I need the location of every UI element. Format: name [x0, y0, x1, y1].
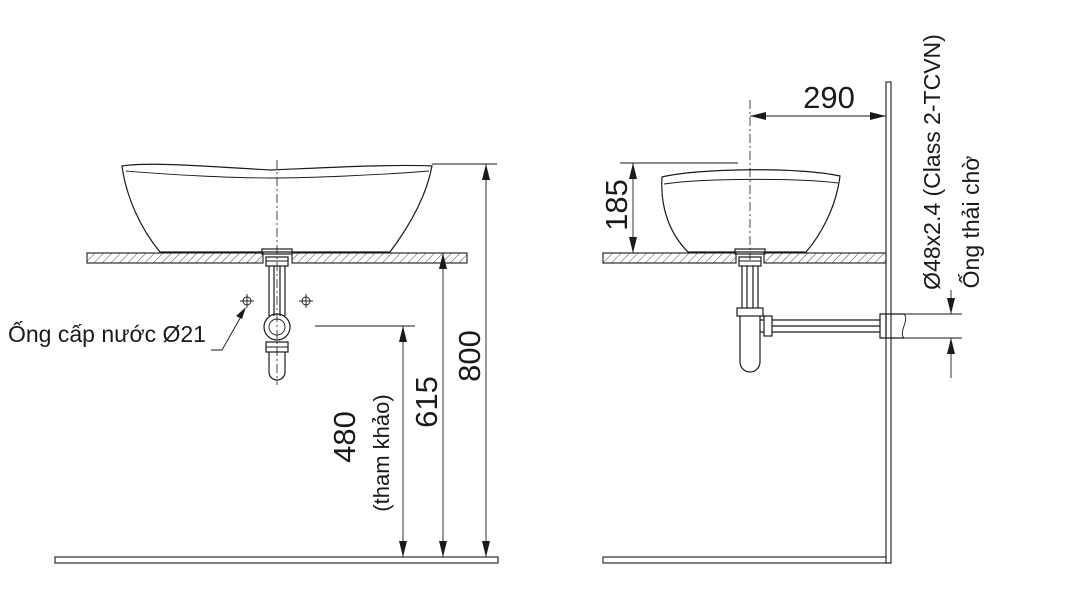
front-supply-valve-right	[299, 294, 313, 308]
front-dim-800: 800	[452, 330, 487, 382]
side-trap-nut	[736, 307, 764, 317]
side-wall-pipe-break	[901, 313, 907, 339]
side-countertop-left	[602, 252, 737, 264]
side-drain-label: Ống thải chờ	[957, 156, 984, 289]
side-drain-spec: Ø48x2.4 (Class 2-TCVN)	[919, 34, 945, 290]
side-waste-pipe	[741, 266, 759, 308]
front-basin-rim	[125, 170, 430, 179]
front-trap-tail	[268, 352, 286, 381]
side-wall-pipe	[879, 313, 904, 339]
front-dim-480: 480	[327, 411, 362, 463]
front-countertop-right	[291, 252, 468, 264]
front-supply-label: Ống cấp nước Ø21	[8, 320, 206, 347]
front-waste-pipe	[268, 266, 286, 316]
side-view: 290 185 Ø48x2.4 (Class 2-TCVN) Ống thải …	[599, 34, 984, 564]
side-basin	[661, 169, 841, 253]
side-branch-nut	[763, 315, 773, 337]
front-floor	[54, 556, 499, 564]
front-basin	[121, 163, 433, 253]
front-view: Ống cấp nước Ø21 480 (tham khảo) 615 800	[8, 160, 499, 564]
front-dim-615: 615	[409, 376, 444, 428]
front-supply-leader	[211, 312, 244, 351]
side-floor	[602, 556, 891, 564]
side-dim-185: 185	[599, 179, 634, 231]
side-basin-rim	[663, 178, 839, 185]
side-trap-body	[739, 316, 761, 373]
front-supply-valve-left	[240, 294, 254, 308]
front-dim-480-note: (tham khảo)	[369, 394, 394, 511]
side-countertop-right	[763, 252, 887, 264]
front-countertop-left	[86, 252, 264, 264]
side-dim-290: 290	[803, 80, 855, 115]
side-wall	[885, 81, 892, 564]
side-branch-pipe	[760, 319, 880, 333]
